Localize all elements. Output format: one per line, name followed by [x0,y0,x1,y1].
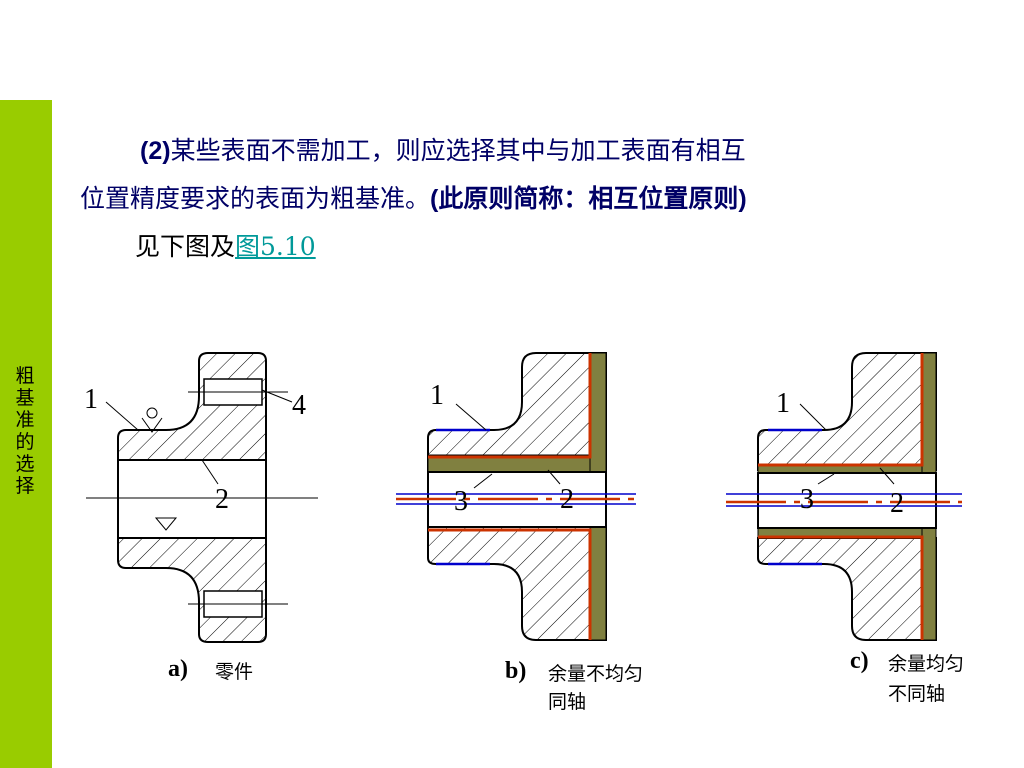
figure-link[interactable]: 图5.10 [235,232,316,261]
finished-profile-b [428,353,592,640]
line-1-text: 某些表面不需加工，则应选择其中与加工表面有相互 [170,136,746,165]
figure-a: 1 4 2 [84,352,318,643]
machined-symbol-a [154,517,178,531]
caption-c-letter: c) [850,648,869,674]
label-b-2: 2 [560,484,574,515]
label-a-1: 1 [84,384,98,415]
bore-a [117,459,267,539]
label-c-3: 3 [800,484,814,515]
caption-b-letter: b) [505,658,527,684]
leader-3-b [473,473,493,489]
leader-2-c [879,467,895,485]
label-a-2: 2 [215,484,229,515]
part-c-lower [757,537,937,641]
caption-a-text: 零件 [215,661,254,683]
part-a-upper [117,352,267,461]
leader-3-c [817,473,835,485]
leader-4-a [261,389,293,403]
part-b-upper [427,352,607,471]
sidebar-band [0,100,52,768]
label-b-3: 3 [454,486,468,517]
leader-2-a [201,459,219,485]
leader-1-a [105,401,139,431]
part-a-lower [117,537,267,643]
sidebar-title: 粗基准的选择 [15,365,35,497]
part-b-lower [427,526,607,641]
figure-b: 1 3 2 [396,352,636,641]
paragraph-line-3: 见下图及图5.10 [135,223,316,271]
caption-b-line-1: 余量不均匀 [548,663,644,685]
finished-profile-c [758,353,924,640]
leader-2-b [547,469,561,485]
leader-1-c [799,403,827,431]
label-a-4: 4 [292,390,306,421]
label-c-1: 1 [776,388,790,419]
rough-circle-a [146,407,158,419]
bore-c [757,472,937,529]
rough-symbol-a [141,417,163,433]
figure-c: 1 3 2 [726,352,962,641]
leader-1-b [455,403,487,431]
principle-note: (此原则简称：相互位置原则) [430,185,747,213]
item-number: (2) [140,137,171,165]
line-2-text: 位置精度要求的表面为粗基准。 [80,184,431,213]
caption-c-line-1: 余量均匀 [888,653,965,675]
label-c-2: 2 [890,488,904,519]
part-c-upper [757,352,937,471]
label-b-1: 1 [430,380,444,411]
line-3-text: 见下图及 [135,232,236,261]
caption-a-letter: a) [168,656,188,682]
caption-c-line-2: 不同轴 [888,683,946,705]
paragraph-line-2: 位置精度要求的表面为粗基准。(此原则简称：相互位置原则) [80,175,747,223]
caption-b-line-2: 同轴 [548,691,587,713]
paragraph-line-1: (2)某些表面不需加工，则应选择其中与加工表面有相互 [140,127,746,175]
